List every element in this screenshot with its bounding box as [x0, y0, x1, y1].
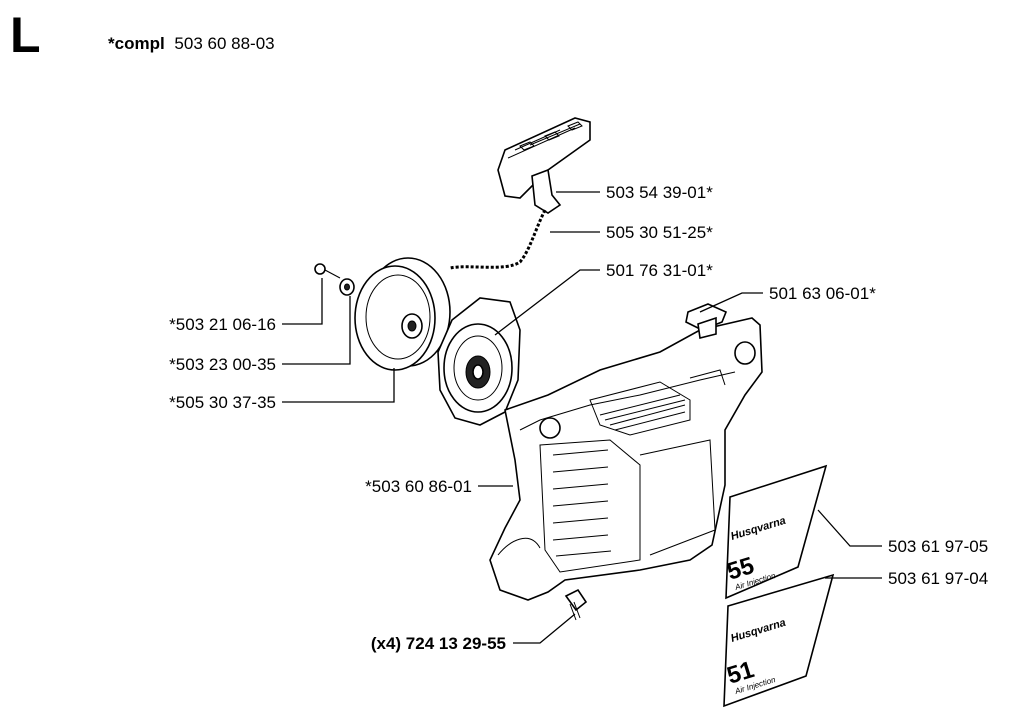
- pulley-part: [354, 257, 451, 371]
- label-decal-55: 503 61 97-05: [888, 537, 988, 556]
- decal-55-part: Husqvarna 55 Air Injection: [724, 464, 828, 600]
- leader-washer: [282, 296, 351, 365]
- leader-lines: [282, 191, 882, 644]
- leader-screw-bottom: [513, 613, 576, 644]
- label-spring-cassette: 501 76 31-01*: [606, 261, 713, 280]
- screw-and-washer-part: [314, 263, 355, 296]
- leader-screw-top: [282, 278, 323, 325]
- leader-pulley: [282, 368, 395, 403]
- label-rope: 505 30 51-25*: [606, 223, 713, 242]
- leader-spring-cassette: [494, 269, 600, 336]
- leader-decal-55: [817, 509, 882, 547]
- label-pulley: *505 30 37-35: [169, 393, 276, 412]
- decal-51-part: Husqvarna 51 Air Injection: [723, 573, 835, 708]
- starter-cover-part: [489, 317, 763, 601]
- starter-rope-part: [449, 209, 547, 270]
- starter-handle-part: [497, 117, 591, 214]
- leader-plug: [699, 292, 763, 313]
- label-handle: 503 54 39-01*: [606, 183, 713, 202]
- plug-part: [685, 303, 728, 339]
- label-cover: *503 60 86-01: [365, 477, 472, 496]
- label-decal-51: 503 61 97-04: [888, 569, 988, 588]
- bottom-screw-part: [564, 588, 588, 621]
- compl-reference: *compl 503 60 88-03: [108, 34, 275, 53]
- section-letter: L: [10, 7, 41, 63]
- label-screw-bottom: (x4) 724 13 29-55: [371, 634, 506, 653]
- label-plug: 501 63 06-01*: [769, 284, 876, 303]
- label-screw-top: *503 21 06-16: [169, 315, 276, 334]
- label-washer: *503 23 00-35: [169, 355, 276, 374]
- compl-number: 503 60 88-03: [174, 34, 274, 53]
- compl-prefix: *compl: [108, 34, 165, 53]
